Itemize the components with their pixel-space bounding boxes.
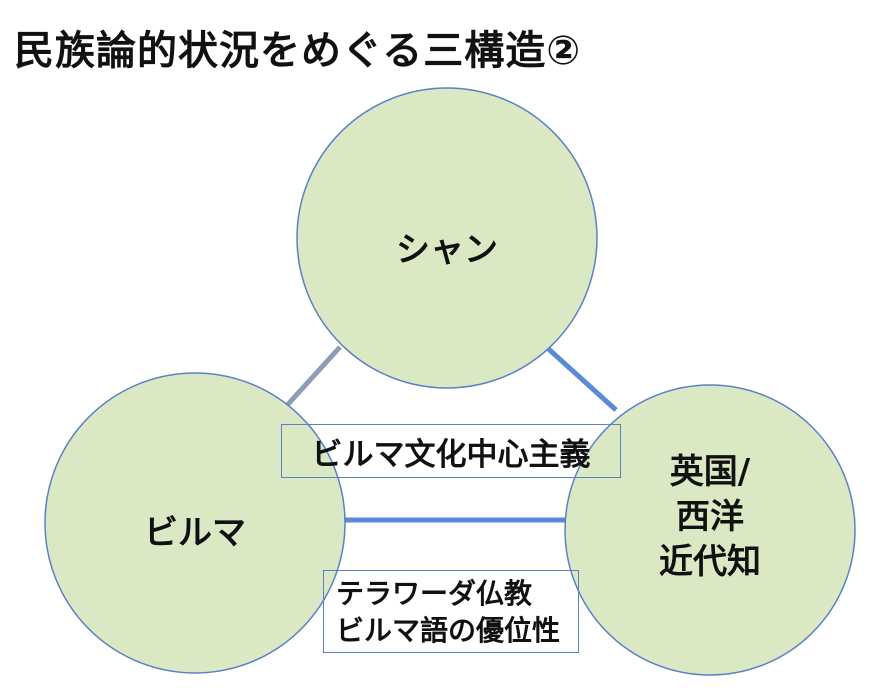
slide-title: 民族論的状況をめぐる三構造② [14,28,582,74]
connector-shan-burma [278,345,342,415]
node-west-circle [564,384,856,676]
node-west-line-3: 近代知 [659,542,761,582]
language-label: ビルマ語の優位性 [336,613,561,647]
node-burma-circle [44,372,346,674]
node-west-label: 英国/ 西洋 近代知 [615,450,805,585]
connector-shan-west [541,342,618,412]
burman-culture-box: ビルマ文化中心主義 [281,424,621,478]
burman-culture-label: ビルマ文化中心主義 [311,436,591,473]
religion-label: テラワーダ仏教 [336,576,533,610]
node-burma-label: ビルマ [144,513,246,553]
node-shan-circle [296,87,598,389]
religion-language-box: テラワーダ仏教 ビルマ語の優位性 [323,570,579,653]
node-shan-label: シャン [396,230,498,270]
node-west-line-2: 西洋 [676,497,744,537]
node-west-line-1: 英国/ [669,452,751,492]
